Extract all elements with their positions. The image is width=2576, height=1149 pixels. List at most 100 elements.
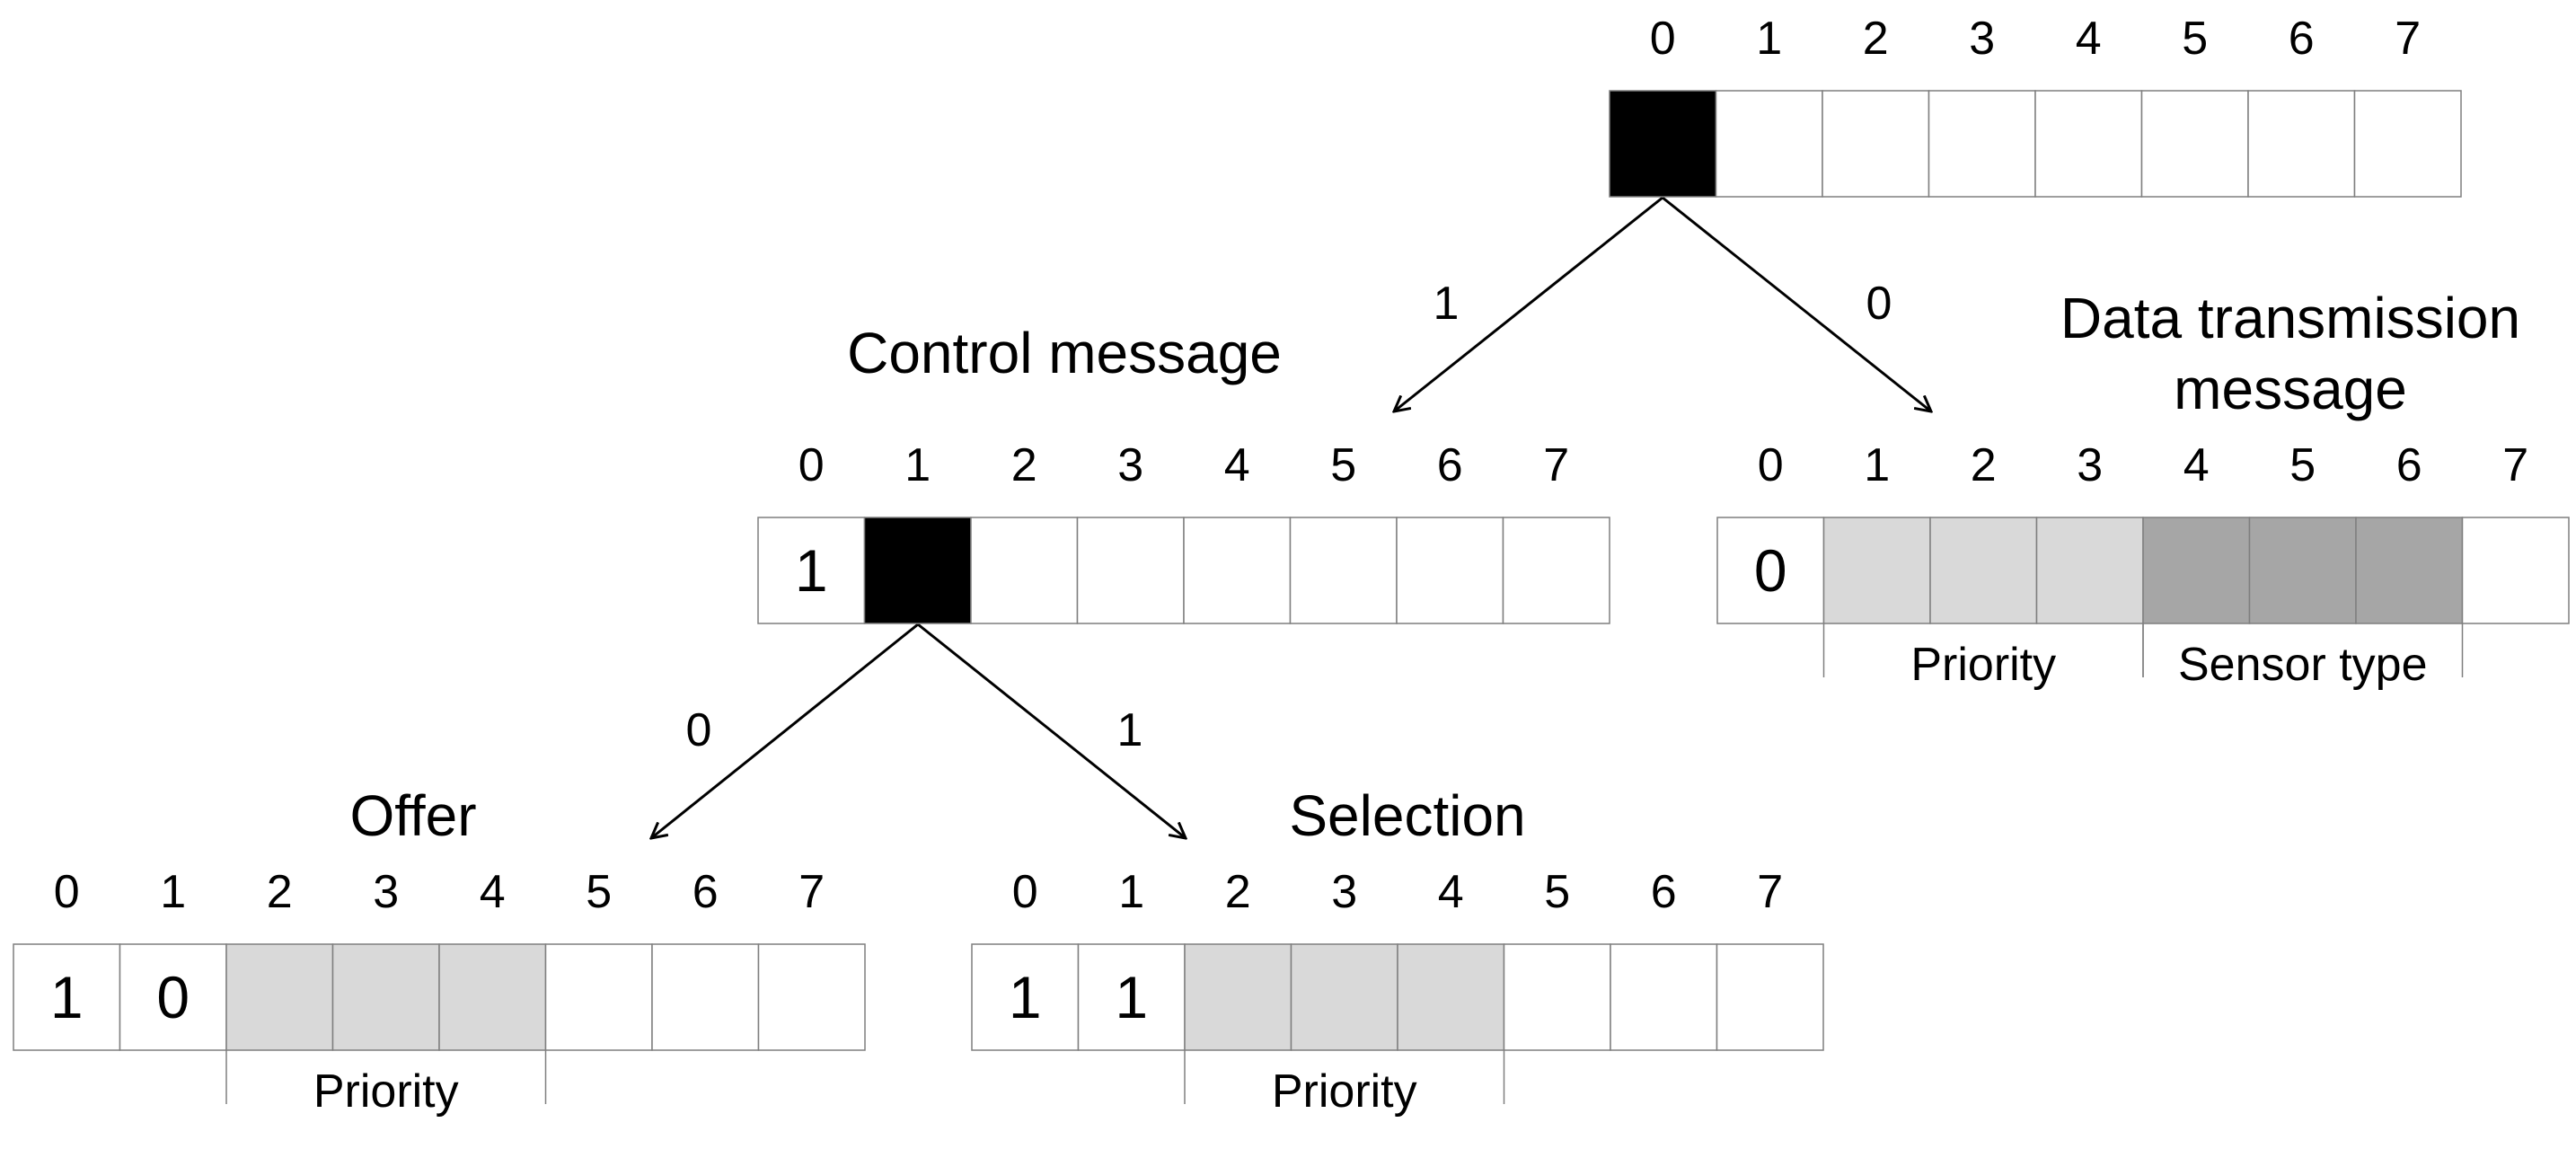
branch-arrow <box>917 623 1186 838</box>
bit-index-label: 2 <box>1011 439 1037 491</box>
bit-index-label: 7 <box>1543 439 1569 491</box>
bit-index-label: 4 <box>480 866 506 918</box>
branch-bit-label: 0 <box>1866 278 1892 330</box>
bit-cell <box>2142 517 2251 624</box>
bit-cell <box>1397 943 1505 1051</box>
bit-index-label: 2 <box>1971 439 1997 491</box>
bit-index-label: 6 <box>1437 439 1463 491</box>
edge-control-to-selection: 1 <box>917 623 1186 838</box>
bit-index-label: 1 <box>1864 439 1890 491</box>
bit-index-label: 5 <box>2182 13 2208 65</box>
bit-cell <box>2035 517 2144 624</box>
bit-index-label: 0 <box>1650 13 1676 65</box>
branch-arrow <box>651 623 919 838</box>
bit-index-label: 7 <box>2502 439 2528 491</box>
bit-index-label: 6 <box>693 866 719 918</box>
bit-index-label: 3 <box>1117 439 1143 491</box>
bit-index-label: 3 <box>1969 13 1995 65</box>
bit-index-label: 0 <box>798 439 825 491</box>
bit-index-label: 0 <box>1758 439 1784 491</box>
bit-cell <box>1822 517 1931 624</box>
bit-index-label: 2 <box>1863 13 1889 65</box>
bit-cell <box>2461 517 2570 624</box>
bit-cell <box>1076 517 1185 624</box>
bit-value: 1 <box>1115 964 1148 1030</box>
bit-value: 0 <box>156 964 190 1030</box>
bit-cell <box>1184 943 1292 1051</box>
bit-index-label: 1 <box>904 439 931 491</box>
bit-cell <box>225 943 334 1051</box>
bit-index-label: 5 <box>1544 866 1570 918</box>
bit-cell <box>757 943 866 1051</box>
bit-index-label: 0 <box>1012 866 1038 918</box>
bit-index-label: 2 <box>267 866 293 918</box>
edge-root-to-data-transmission: 0 <box>1662 196 1931 411</box>
bit-index-label: 4 <box>1438 866 1464 918</box>
bit-cell <box>1609 90 1717 198</box>
register-title: Control message <box>847 321 1282 385</box>
bit-index-label: 4 <box>1224 439 1250 491</box>
register-title: message <box>2174 357 2407 421</box>
bit-cell <box>1822 90 1930 198</box>
branch-bit-label: 0 <box>686 704 712 756</box>
bit-index-label: 0 <box>54 866 80 918</box>
bit-cell <box>1503 943 1611 1051</box>
bit-index-label: 4 <box>2183 439 2210 491</box>
edge-control-to-offer: 0 <box>651 623 919 838</box>
bit-index-label: 7 <box>798 866 825 918</box>
bit-index-label: 4 <box>2076 13 2102 65</box>
bit-cell <box>2355 517 2464 624</box>
branch-arrow <box>1662 196 1931 411</box>
bit-index-label: 7 <box>1757 866 1783 918</box>
bit-cell <box>971 943 1080 1051</box>
bit-cell <box>2353 90 2462 198</box>
bit-cell <box>544 943 653 1051</box>
bit-value: 1 <box>795 537 828 604</box>
bit-value: 1 <box>1009 964 1042 1030</box>
bit-cell <box>1929 517 2038 624</box>
bit-index-label: 3 <box>2077 439 2103 491</box>
bit-cell <box>1715 90 1823 198</box>
branch-edges: 1 0 0 1 <box>651 196 1931 838</box>
bit-cell <box>970 517 1079 624</box>
bit-cell <box>863 517 972 624</box>
bit-cell <box>2140 90 2249 198</box>
edge-root-to-control: 1 <box>1394 196 1663 411</box>
bit-cell <box>1290 943 1398 1051</box>
bit-index-label: 5 <box>1330 439 1356 491</box>
bit-index-label: 5 <box>2289 439 2316 491</box>
bit-cell <box>2247 90 2356 198</box>
bit-cell <box>1502 517 1610 624</box>
bit-cell <box>1183 517 1292 624</box>
bit-value: 0 <box>1754 537 1787 604</box>
bit-value: 1 <box>50 964 84 1030</box>
bit-cell <box>1716 943 1824 1051</box>
bit-index-label: 5 <box>586 866 612 918</box>
register-title: Offer <box>349 783 476 848</box>
bit-registers: 0 1 2 3 4 5 6 7 Control message 0 1 2 3 4 5 6 7 1 Data tra… <box>13 13 2570 1118</box>
bit-cell <box>438 943 547 1051</box>
branch-bit-label: 1 <box>1117 704 1143 756</box>
field-label: Sensor type <box>2178 639 2428 691</box>
field-label: Priority <box>1910 639 2056 691</box>
bit-cell <box>1396 517 1504 624</box>
register-title: Data transmission <box>2060 286 2520 350</box>
field-label: Priority <box>313 1065 459 1118</box>
bit-cell <box>13 943 121 1051</box>
bit-cell <box>2248 517 2357 624</box>
bit-index-label: 6 <box>1651 866 1677 918</box>
bit-index-label: 2 <box>1225 866 1251 918</box>
register-control: Control message 0 1 2 3 4 5 6 7 1 <box>757 321 1610 624</box>
bit-cell <box>1289 517 1398 624</box>
bit-index-label: 1 <box>1118 866 1144 918</box>
bit-cell <box>2034 90 2143 198</box>
bit-index-label: 6 <box>2289 13 2315 65</box>
bit-index-label: 3 <box>1331 866 1357 918</box>
bit-cell <box>331 943 440 1051</box>
bit-cell <box>651 943 760 1051</box>
